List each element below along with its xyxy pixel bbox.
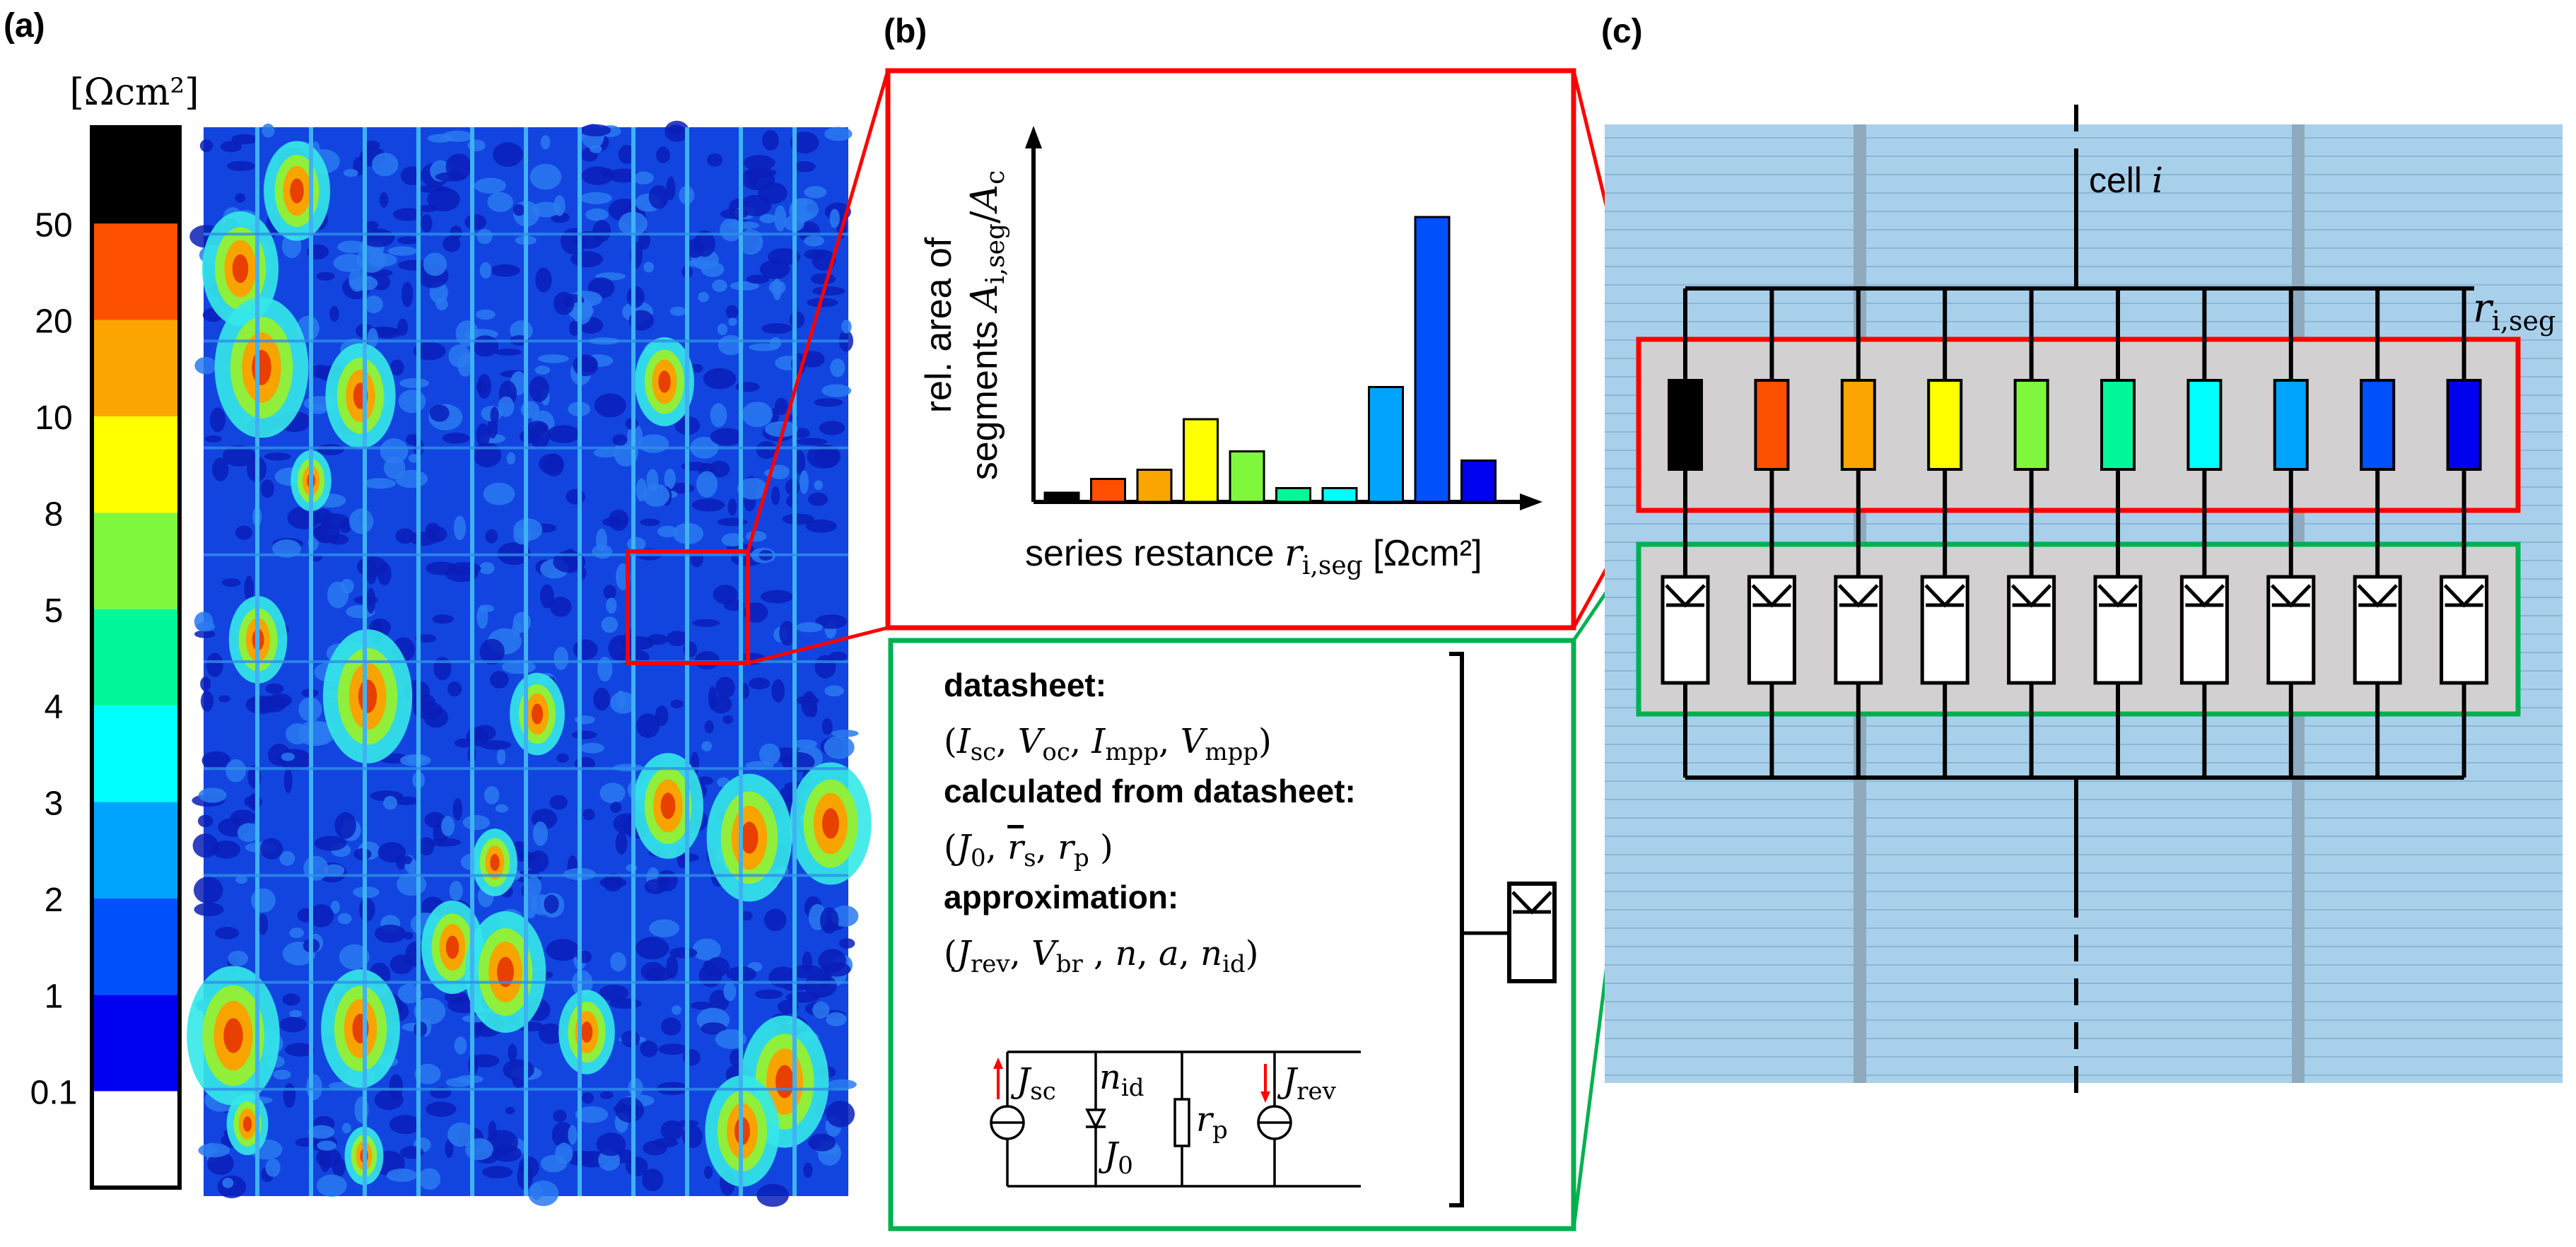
datasheet-params: (Isc, Voc, Impp, Vmpp) [944, 722, 1272, 766]
segment-diode [1920, 575, 1969, 685]
series-resistance-map [187, 120, 872, 1207]
bar [1229, 450, 1265, 503]
colorbar-ticks: 50 20 10 8 5 4 3 2 1 0.1 [30, 206, 78, 1111]
zoom-line-top [746, 70, 890, 552]
colorbar-segment [92, 802, 180, 898]
colorbar-tick-label: 20 [35, 303, 72, 341]
segment-resistor [2446, 379, 2482, 471]
bar [1321, 487, 1358, 503]
segment-resistor [2186, 379, 2223, 471]
colorbar-tick-label: 3 [45, 785, 64, 823]
x-axis-arrow [1520, 493, 1542, 510]
colorbar-tick-label: 2 [45, 882, 64, 919]
bar [1090, 478, 1126, 503]
x-axis-label: series restance ri,seg [Ωcm²] [1025, 532, 1482, 580]
segment-resistor [1668, 379, 1703, 471]
colorbar-border [90, 125, 182, 1190]
equivalent-circuit [990, 1050, 1361, 1188]
panel-label-a: (a) [4, 7, 45, 45]
colorbar-tick-label: 4 [45, 689, 64, 726]
zoom-line-bottom [747, 626, 889, 665]
bar-chart [1025, 126, 1542, 510]
y-axis-label-line2: segments Ai,seg/Ac [964, 170, 1010, 481]
segment-resistor [1840, 379, 1876, 471]
y-axis-label-line1: rel. area of [918, 237, 959, 413]
colorbar-segment [92, 416, 180, 513]
segment-resistor [1927, 379, 1963, 471]
colorbar-segment [92, 127, 180, 224]
colorbar-tick-label: 0.1 [30, 1075, 78, 1112]
bar [1043, 491, 1080, 503]
map-zoom-box [626, 549, 750, 665]
bar [1414, 216, 1451, 503]
bracket [1449, 652, 1464, 1207]
colorbar-segment [92, 995, 180, 1091]
colorbar-segment [92, 513, 180, 609]
colorbar-tick-label: 8 [45, 496, 64, 533]
segment-diode [2007, 575, 2056, 685]
segment-diode [1661, 575, 1710, 685]
bar [1460, 459, 1497, 503]
bar [1368, 386, 1404, 503]
segment-resistor [2013, 379, 2049, 471]
bar [1136, 469, 1173, 503]
bar-chart-frame [885, 68, 1576, 631]
rp-label: rp [1196, 1100, 1228, 1144]
bar [1275, 487, 1311, 503]
colorbar-segment [92, 898, 180, 995]
segment-resistor [2273, 379, 2309, 471]
colorbar [90, 125, 182, 1190]
segment-diode [1834, 575, 1883, 685]
segment-resistor [2100, 379, 2136, 471]
cell-symbol [1507, 882, 1557, 983]
calc-title: calculated from datasheet: [944, 773, 1356, 809]
colorbar-segment [92, 1091, 180, 1188]
colorbar-unit: [Ωcm²] [70, 71, 199, 114]
panel-label-c: (c) [1601, 13, 1643, 50]
segment-diode [2179, 575, 2229, 685]
segment-diode [2266, 575, 2316, 685]
colorbar-tick-label: 5 [45, 592, 64, 630]
bar [1183, 418, 1219, 503]
colorbar-segment [92, 320, 180, 417]
cell-label: cell i [2089, 160, 2163, 201]
r-iseg-label: ri,seg [2473, 286, 2555, 336]
segment-network [1661, 286, 2489, 780]
colorbar-tick-label: 1 [45, 978, 64, 1015]
y-axis-arrow [1025, 126, 1042, 148]
colorbar-tick-label: 50 [35, 206, 72, 244]
segment-resistor [1754, 379, 1790, 471]
panel-label-b: (b) [884, 13, 927, 50]
datasheet-title: datasheet: [944, 667, 1106, 703]
colorbar-segment [92, 706, 180, 802]
segment-diode [1747, 575, 1796, 685]
colorbar-segment [92, 223, 180, 320]
segment-diode [2440, 575, 2489, 685]
approx-title: approximation: [944, 879, 1178, 915]
colorbar-segment [92, 609, 180, 706]
colorbar-tick-label: 10 [35, 399, 72, 437]
segment-diode [2093, 575, 2143, 685]
nid-label: nid [1099, 1058, 1144, 1102]
segment-resistor [2360, 379, 2396, 471]
segment-diode [2353, 575, 2402, 685]
